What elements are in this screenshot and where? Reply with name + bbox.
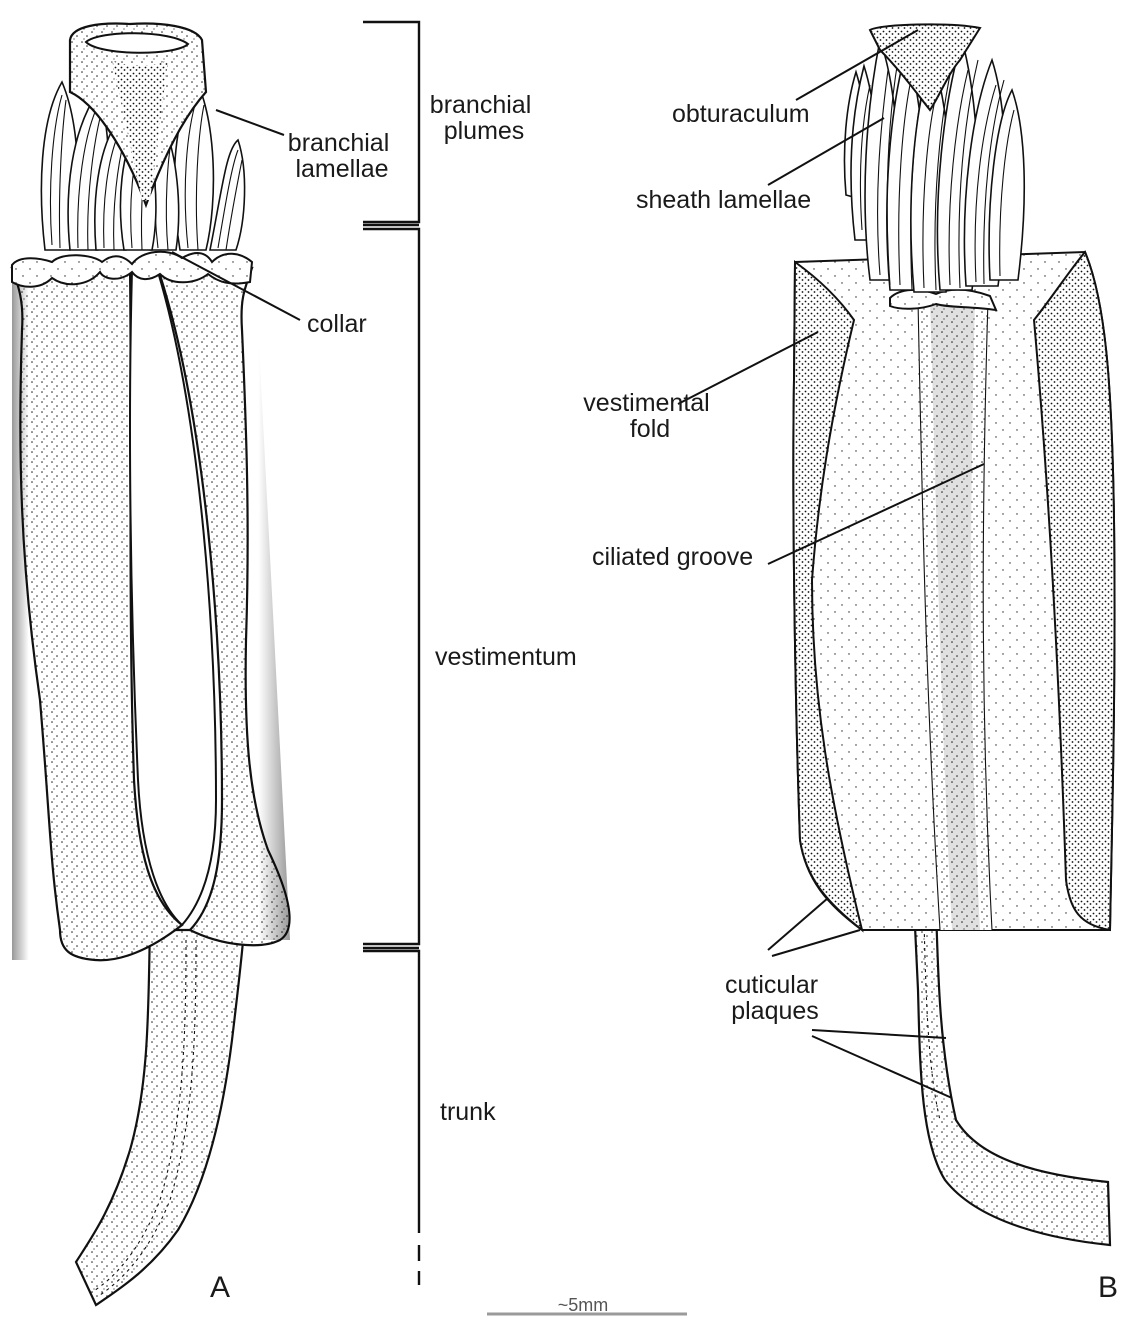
bracket-trunk [363,951,419,1233]
trunk-a [76,930,244,1305]
bracket-vestimentum [363,229,419,944]
panel-label-a: A [210,1271,230,1304]
label-sheath-lamellae: sheath lamellae [636,186,811,214]
label-branchial-lamellae: branchial lamellae [288,129,396,183]
figure-a [12,24,290,1305]
region-brackets [363,22,419,1285]
label-collar: collar [307,310,367,338]
label-trunk: trunk [440,1098,496,1126]
leader-branchial-lamellae [216,110,284,135]
label-obturaculum: obturaculum [672,100,810,128]
scale-bar-label: ~5mm [558,1295,609,1315]
label-ciliated-groove: ciliated groove [592,543,753,571]
panel-label-b: B [1098,1271,1118,1304]
label-vestimental-fold: vestimental fold [583,389,716,443]
figure-b [793,24,1114,1245]
scale-bar: ~5mm [487,1295,687,1315]
trunk-b [914,905,1110,1245]
label-cuticular-plaques: cuticular plaques [725,971,825,1025]
label-vestimentum: vestimentum [435,643,577,671]
label-branchial-plumes: branchial plumes [430,91,538,145]
bracket-plumes [363,22,419,222]
